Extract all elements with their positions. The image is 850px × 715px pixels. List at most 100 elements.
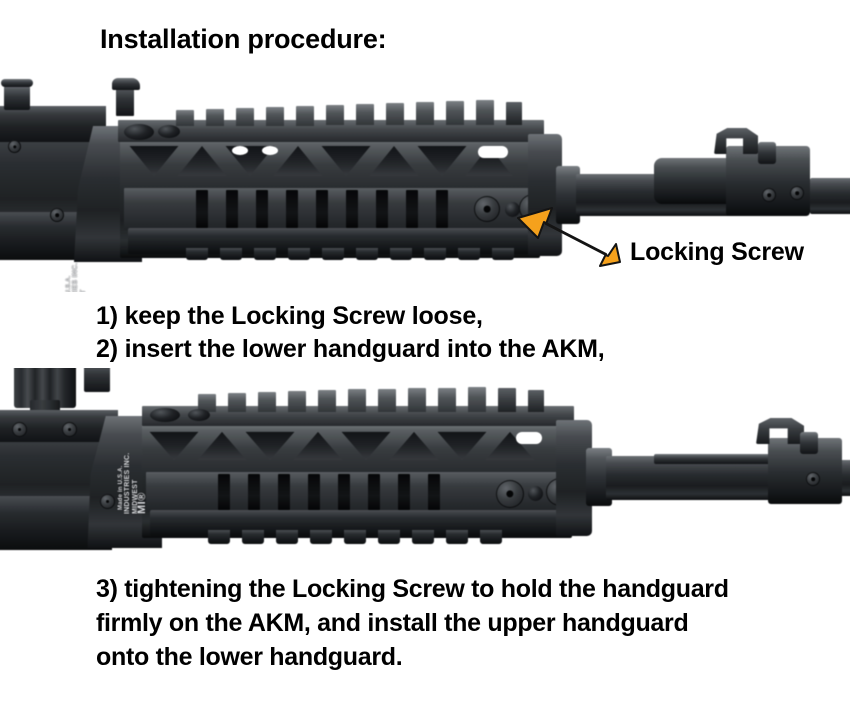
locking-screw-arrow [517,207,621,267]
side-rail-slot [436,190,448,228]
side-rail-slot [286,190,298,228]
gas-block-screw [806,472,820,486]
steps-1-2: 1) keep the Locking Screw loose, 2) inse… [96,300,605,366]
side-rail-slot [406,190,418,228]
photo-top-assembly: MI® MIDWEST INDUSTRIES INC. Made in U.S.… [0,62,850,292]
receiver-pin-screw-2 [62,422,77,437]
top-rail [142,406,574,426]
side-rail-slot [338,474,350,510]
side-rail-slot [226,190,238,228]
side-rail-slot [278,474,290,510]
rail-tooth [326,105,344,125]
rail-tooth [408,388,426,412]
bottom-rail-tooth [446,530,468,544]
rear-sight-post [116,82,134,116]
engraving-line2: INDUSTRIES INC. [72,263,79,292]
bottom-rail-tooth [186,248,208,260]
engraving-line3: Made in U.S.A. [66,276,72,292]
rail-tooth [198,394,216,412]
bottom-rail-tooth [356,248,378,260]
rail-tooth [356,104,374,125]
gas-block-screw [790,186,804,200]
photo-bottom-inner: MI® MIDWEST INDUSTRIES INC. Made in U.S.… [0,368,850,568]
bottom-rail-tooth [480,530,502,544]
receiver-face [0,106,106,142]
handguard-body-pin [50,208,64,222]
arrow-up-left-icon [517,207,621,267]
rail-hole [150,408,180,422]
bottom-rail-tooth [492,248,514,260]
handguard-engraving-lines3: Made in U.S.A. [57,276,75,292]
locking-screw-secondary [496,480,524,508]
handguard-engraving-lines: MIDWEST [72,290,90,292]
rail-tooth [438,388,456,412]
side-rail-slot [308,474,320,510]
side-rail-slot [248,474,260,510]
rail-tooth [446,101,464,125]
vent-slot [478,146,508,158]
bottom-rail-tooth [378,530,400,544]
bottom-rail-tooth [276,530,298,544]
gas-block-screw [762,188,776,202]
rail-tooth [288,391,306,412]
bottom-rail-tooth [220,248,242,260]
photo-bottom-assembly: MI® MIDWEST INDUSTRIES INC. Made in U.S.… [0,368,850,568]
side-rail-slot [218,474,230,510]
rail-tooth [468,387,486,412]
rear-sight-hood [112,78,140,90]
receiver-top-nub [4,84,30,110]
rail-tooth [318,390,336,412]
vent-slot [262,146,278,155]
sight-detent-tab [758,142,776,164]
locking-screw-port [505,202,520,217]
rail-tooth [258,392,276,412]
bottom-rail-tooth [390,248,412,260]
locking-screw-label: Locking Screw [630,238,804,266]
side-rail-slot [368,474,380,510]
barrel-front [810,178,850,214]
top-rail [118,120,544,142]
side-rail-slot [316,190,328,228]
bottom-rail-tooth [288,248,310,260]
side-rail-slot [256,190,268,228]
handguard-engraving-lines2: INDUSTRIES INC. [64,263,82,292]
step-3-line-1: 3) tightening the Locking Screw to hold … [96,575,729,603]
rail-tooth [176,110,194,126]
rail-tooth [416,102,434,125]
side-rail-slot [428,474,440,510]
bottom-rail-tooth [310,530,332,544]
bottom-rail-tooth [424,248,446,260]
bottom-rail-tooth [412,530,434,544]
handguard-body-pin [100,494,115,509]
rail-tooth [476,100,494,125]
engraving-line1: MIDWEST [80,290,87,292]
bottom-rail-tooth [322,248,344,260]
rail-tooth [206,109,224,126]
rail-tooth [348,389,366,412]
vent-slot [516,432,542,444]
rail-tooth [266,107,284,126]
locking-screw-port [528,486,543,501]
rail-tooth [378,389,396,412]
bottom-rail-tooth [458,248,480,260]
vent-slot [232,146,248,155]
receiver-detent-button [84,368,110,392]
photo-top-inner: MI® MIDWEST INDUSTRIES INC. Made in U.S.… [0,62,850,292]
side-rail-slot [196,190,208,228]
step-1-text: 1) keep the Locking Screw loose, [96,302,483,330]
receiver-pin-screw [8,140,21,153]
bottom-rail-tooth [344,530,366,544]
rail-tooth [296,106,314,126]
side-rail [124,188,538,230]
gas-port-cut [654,454,784,464]
rail-tooth [498,388,516,412]
side-rail-slot [376,190,388,228]
step-2-text: 2) insert the lower handguard into the A… [96,335,605,363]
receiver-pin-screw [12,422,27,437]
bottom-rail-tooth [208,530,230,544]
rail-tooth [528,390,544,412]
bottom-rail-tooth [254,248,276,260]
rail-tooth [228,393,246,412]
bottom-rail-tooth [242,530,264,544]
